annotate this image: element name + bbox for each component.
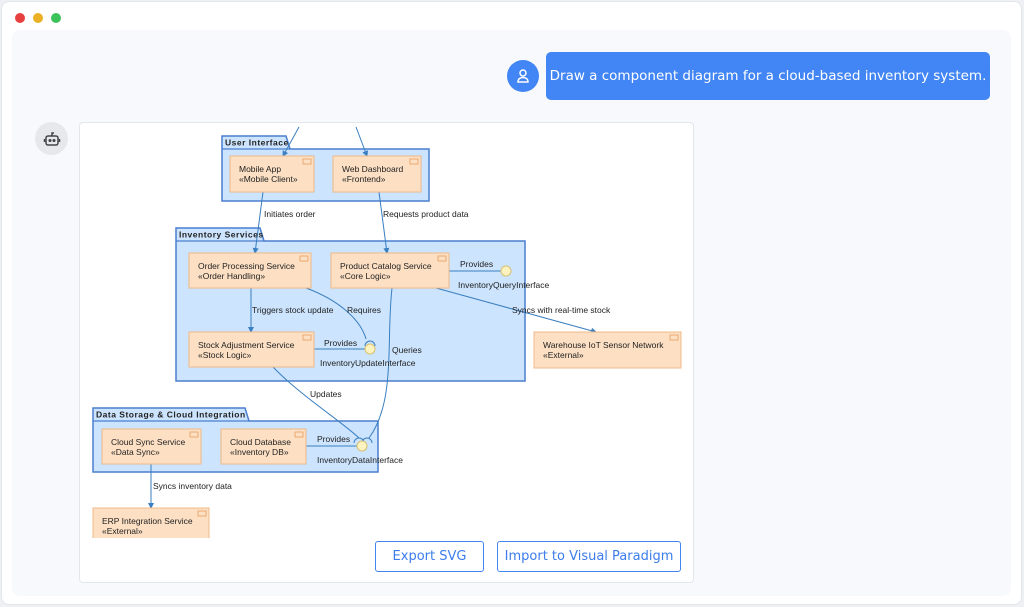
- connector-12: [368, 287, 393, 439]
- component-icon: [669, 334, 679, 341]
- export-svg-button[interactable]: Export SVG: [375, 541, 484, 572]
- component-stereotype-web: «Frontend»: [342, 174, 386, 184]
- component-warehouse: [533, 331, 682, 369]
- edge-label-initiates: Initiates order: [264, 209, 316, 219]
- component-icon: [197, 510, 207, 517]
- edge-label-updates: Updates: [310, 389, 342, 399]
- interface-update-icon: [364, 343, 376, 355]
- component-name-order: Order Processing Service: [198, 261, 295, 271]
- component-name-sync: Cloud Sync Service: [111, 437, 185, 447]
- edge-label-requests: Requests product data: [383, 209, 469, 219]
- edge-label-provides3: Provides: [317, 434, 350, 444]
- connector-10: [305, 287, 367, 340]
- connector-1: [355, 126, 369, 157]
- component-icon: [302, 158, 312, 165]
- edge-label-requires: Requires: [347, 305, 381, 315]
- connector-0: [282, 126, 300, 157]
- component-stereotype-stock: «Stock Logic»: [198, 350, 252, 360]
- component-name-web: Web Dashboard: [342, 164, 404, 174]
- connector-5: [435, 287, 597, 334]
- component-catalog: [330, 252, 450, 289]
- edge-label-syncs_inv: Syncs inventory data: [153, 481, 232, 491]
- interface-label-data: InventoryDataInterface: [317, 455, 403, 465]
- component-stereotype-sync: «Data Sync»: [111, 447, 160, 457]
- component-icon: [294, 431, 304, 438]
- component-icon: [437, 255, 447, 262]
- component-web: [332, 155, 422, 193]
- component-icon: [409, 158, 419, 165]
- package-label-services: Inventory Services: [179, 230, 264, 240]
- component-stock: [188, 331, 315, 368]
- minimize-window-button[interactable]: [33, 13, 43, 23]
- connector-3: [378, 191, 390, 254]
- component-sync: [101, 428, 202, 465]
- import-visual-paradigm-button[interactable]: Import to Visual Paradigm: [497, 541, 681, 572]
- user-icon: [517, 69, 529, 83]
- component-stereotype-catalog: «Core Logic»: [340, 271, 391, 281]
- component-stereotype-warehouse: «External»: [543, 350, 584, 360]
- component-mobile: [229, 155, 315, 193]
- component-name-erp: ERP Integration Service: [102, 516, 193, 526]
- close-window-button[interactable]: [15, 13, 25, 23]
- component-name-db: Cloud Database: [230, 437, 291, 447]
- interface-label-update: InventoryUpdateInterface: [320, 358, 416, 368]
- package-label-storage: Data Storage & Cloud Integration: [96, 410, 246, 420]
- component-stereotype-erp: «External»: [102, 526, 143, 536]
- connector-2: [252, 191, 264, 254]
- package-label-ui: User Interface: [225, 138, 289, 148]
- maximize-window-button[interactable]: [51, 13, 61, 23]
- component-icon: [189, 431, 199, 438]
- user-message: Draw a component diagram for a cloud-bas…: [546, 52, 990, 100]
- required-socket-icon: [364, 340, 376, 347]
- component-order: [188, 252, 312, 289]
- edge-label-syncs_rt: Syncs with real-time stock: [512, 305, 611, 315]
- edge-label-provides1: Provides: [460, 259, 493, 269]
- component-icon: [302, 334, 312, 341]
- component-db: [220, 428, 307, 465]
- interface-data-icon: [356, 440, 368, 452]
- edge-label-queries: Queries: [392, 345, 422, 355]
- user-avatar: [507, 60, 539, 92]
- robot-icon: [43, 131, 60, 146]
- component-name-stock: Stock Adjustment Service: [198, 340, 295, 350]
- component-stereotype-db: «Inventory DB»: [230, 447, 289, 457]
- bot-avatar: [35, 122, 68, 155]
- connector-11: [272, 366, 360, 439]
- component-name-catalog: Product Catalog Service: [340, 261, 432, 271]
- interface-label-query: InventoryQueryInterface: [458, 280, 549, 290]
- component-name-mobile: Mobile App: [239, 164, 281, 174]
- edge-label-triggers: Triggers stock update: [252, 305, 334, 315]
- component-stereotype-order: «Order Handling»: [198, 271, 265, 281]
- edge-label-provides2: Provides: [324, 338, 357, 348]
- component-stereotype-mobile: «Mobile Client»: [239, 174, 298, 184]
- component-icon: [299, 255, 309, 262]
- interface-query-icon: [500, 265, 512, 277]
- component-name-warehouse: Warehouse IoT Sensor Network: [543, 340, 664, 350]
